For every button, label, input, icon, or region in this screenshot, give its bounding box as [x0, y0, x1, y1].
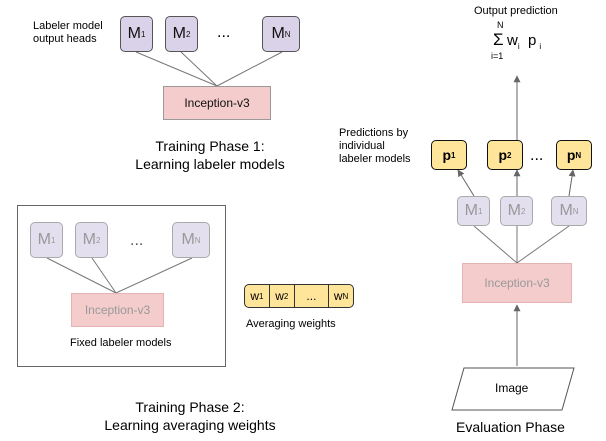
head-subscript: 2	[185, 29, 191, 39]
head-letter: M	[127, 25, 141, 42]
head-subscript: 2	[95, 235, 101, 245]
phase2-backbone-box: Inception-v3	[71, 293, 164, 327]
head-subscript: N	[572, 206, 579, 216]
predictions-label-line: labeler models	[339, 153, 411, 165]
weight-subscript: 1	[259, 291, 264, 301]
head-letter: M	[559, 202, 573, 219]
prediction-subscript: 1	[451, 150, 456, 160]
formula-weight: wi	[507, 32, 520, 51]
formula-lower-limit: i=1	[491, 51, 504, 61]
backbone-label: Inception-v3	[84, 303, 151, 317]
head-letter: M	[172, 25, 186, 42]
head-subscript: 1	[477, 206, 483, 216]
phase2-title-line: Training Phase 2:	[135, 399, 245, 415]
head-subscript: 1	[140, 29, 146, 39]
predictions-label: Predictions by individual labeler models	[339, 127, 411, 166]
weight-subscript: 2	[283, 291, 289, 301]
prediction-subscript: 2	[507, 150, 512, 160]
phase1-backbone-box[interactable]: Inception-v3	[163, 86, 271, 120]
head-letter: M	[464, 202, 478, 219]
weight-cell-ellipsis: ...	[295, 285, 330, 307]
phase1-heads-label: Labeler model output heads	[33, 20, 103, 46]
prediction-subscript: N	[575, 150, 582, 160]
evaluation-backbone-connectors	[473, 225, 570, 264]
phase1-title-line: Learning labeler models	[135, 156, 285, 172]
phase1-heads-ellipsis: ...	[217, 24, 231, 41]
formula-sum-symbol: Σ	[493, 30, 504, 49]
evaluation-arrows	[457, 75, 576, 366]
head-subscript: 2	[520, 206, 526, 216]
backbone-label: Inception-v3	[184, 96, 250, 110]
predictions-label-line: individual	[339, 140, 385, 152]
prediction-letter: p	[442, 147, 452, 163]
predictions-label-line: Predictions by	[339, 127, 409, 139]
head-subscript: N	[194, 235, 201, 245]
weight-letter: w	[250, 289, 260, 303]
weight-ellipsis: ...	[306, 289, 317, 303]
phase1-connectors	[135, 51, 283, 87]
weight-letter: w	[275, 289, 284, 303]
averaging-weights-label: Averaging weights	[246, 318, 336, 330]
head-letter: M	[37, 231, 51, 248]
phase2-title-line: Learning averaging weights	[104, 417, 276, 433]
prediction-letter: p	[566, 147, 576, 163]
fixed-labeler-models-label: Fixed labeler models	[70, 337, 172, 349]
head-letter: M	[507, 202, 521, 219]
head-subscript: 1	[50, 235, 56, 245]
formula-weight-subscript: i	[517, 42, 520, 51]
output-prediction-label: Output prediction	[474, 5, 558, 17]
formula-weight-letter: w	[507, 32, 518, 49]
head-letter: M	[181, 231, 195, 248]
formula-prediction-subscript: i	[539, 42, 542, 51]
weight-letter: w	[333, 289, 343, 303]
phase2-title: Training Phase 2: Learning averaging wei…	[80, 398, 300, 434]
phase2-connectors	[46, 257, 193, 294]
predictions-ellipsis: ...	[530, 147, 544, 164]
evaluation-backbone-box: Inception-v3	[462, 263, 572, 303]
head-letter: M	[271, 25, 285, 42]
evaluation-title: Evaluation Phase	[456, 419, 565, 435]
phase1-heads-label-line: output heads	[33, 33, 97, 45]
weight-subscript: N	[342, 291, 349, 301]
phase1-title-line: Training Phase 1:	[155, 138, 265, 154]
head-subscript: N	[284, 29, 291, 39]
phase2-frozen-frame	[17, 205, 226, 367]
head-letter: M	[82, 231, 96, 248]
phase2-heads-ellipsis: ...	[130, 232, 144, 249]
formula-prediction-letter: p	[528, 32, 537, 49]
backbone-label: Inception-v3	[484, 276, 550, 290]
image-input-label: Image	[495, 381, 529, 395]
prediction-letter: p	[498, 147, 508, 163]
phase1-title: Training Phase 1: Learning labeler model…	[110, 137, 310, 173]
phase1-heads-label-line: Labeler model	[33, 20, 103, 32]
formula-upper-limit: N	[497, 20, 504, 30]
image-input-shape	[451, 367, 575, 411]
